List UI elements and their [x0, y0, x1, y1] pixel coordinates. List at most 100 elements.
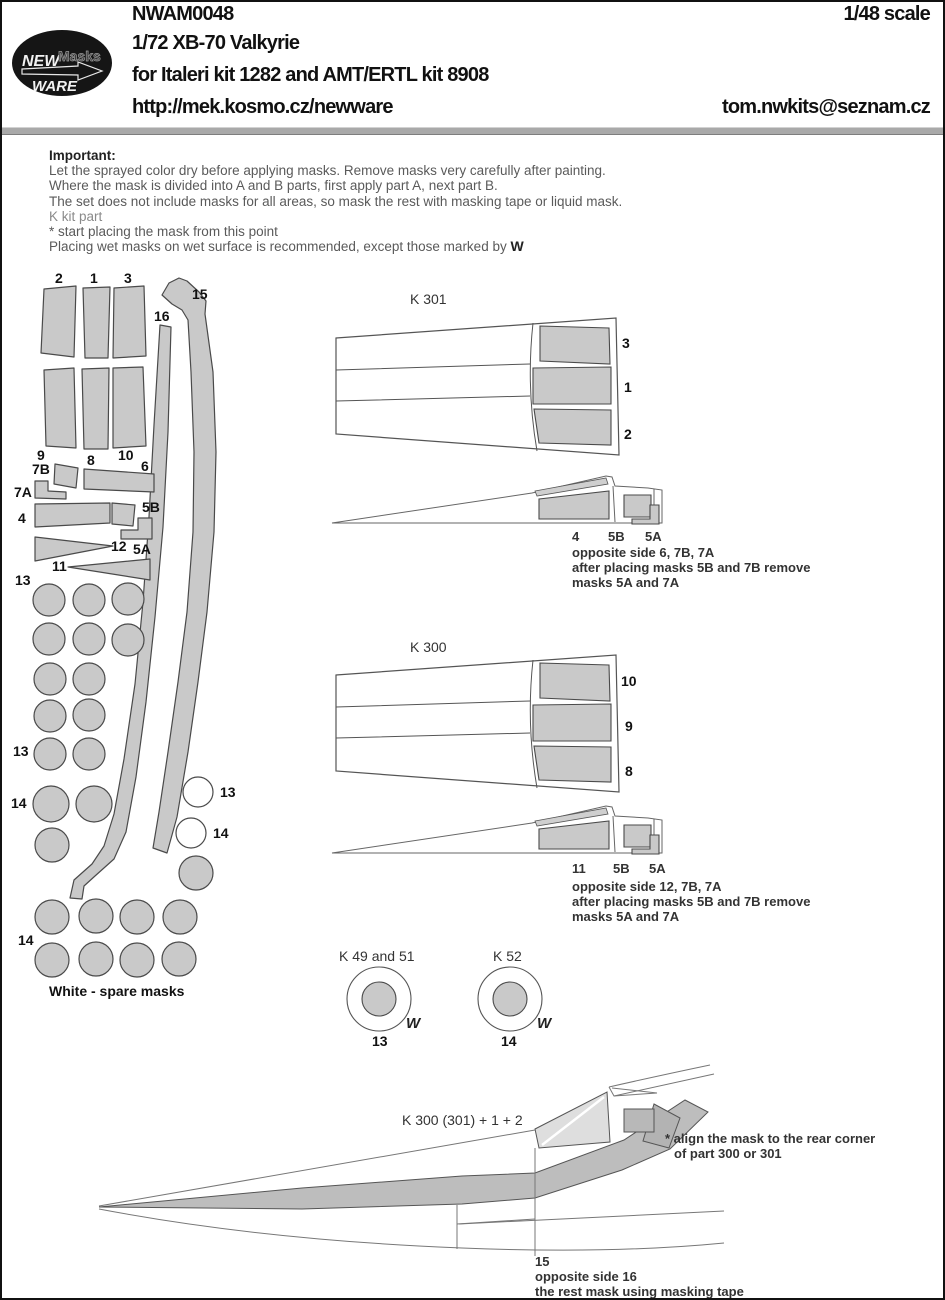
- window-mask-panels: [532, 325, 612, 446]
- mask-number-label: 7A: [14, 484, 32, 500]
- note-line: after placing masks 5B and 7B remove: [572, 560, 811, 575]
- mask-5A-placed: [631, 504, 660, 525]
- panel-2: [533, 408, 612, 446]
- panel-label: 10: [621, 673, 637, 689]
- mask-number-label: 10: [118, 447, 134, 463]
- mask-11-shape: [67, 558, 151, 581]
- mask-number-label: 15: [192, 286, 208, 302]
- panel-8: [533, 745, 612, 783]
- mask-number-label: 2: [55, 270, 63, 286]
- band-note: 15 opposite side 16 the rest mask using …: [535, 1254, 744, 1299]
- panel-9: [532, 703, 612, 742]
- mask-5B-placed: [623, 824, 652, 848]
- fuselage-profile-diagram: [98, 1064, 725, 1256]
- mask-16-strip: [69, 324, 172, 900]
- mask-5B-shape: [111, 502, 136, 527]
- mask-number-label: 8: [87, 452, 95, 468]
- note-line: * start placing the mask from this point: [49, 224, 278, 240]
- kit-subtitle: for Italeri kit 1282 and AMT/ERTL kit 89…: [132, 64, 489, 86]
- note-line: of part 300 or 301: [674, 1146, 782, 1161]
- note-line: after placing masks 5B and 7B remove: [572, 894, 811, 909]
- mask-number-label: 3: [124, 270, 132, 286]
- mask-number-label: 16: [154, 308, 170, 324]
- note-line: The set does not include masks for all a…: [49, 193, 623, 209]
- mask-12-shape: [34, 536, 114, 562]
- mask-number-label: 9: [37, 447, 45, 463]
- panel-3: [539, 325, 611, 365]
- mask-number-label: 13: [15, 572, 31, 588]
- mask-sheet-shapes: [32, 277, 217, 978]
- mask-number-label: 1: [90, 270, 98, 286]
- mask-1-shape: [82, 286, 111, 359]
- mask-5A-shape: [120, 517, 153, 540]
- wheel-mask-13-diagram: [346, 966, 412, 1032]
- windshield-frame-curve: [529, 659, 538, 789]
- logo-text-masks: Masks: [58, 48, 101, 64]
- header-divider: [2, 127, 943, 135]
- white-circle-14: [175, 817, 207, 849]
- mask-number-label: 13: [13, 743, 29, 759]
- mask-9-shape: [43, 367, 77, 449]
- k301-note: opposite side 6, 7B, 7A after placing ma…: [572, 545, 810, 590]
- panel-label: 9: [625, 718, 633, 734]
- mask-number-label: 11: [52, 558, 67, 574]
- wet-mark: W: [537, 1015, 552, 1032]
- mask-number-label: 13: [220, 784, 236, 800]
- contact-email: tom.nwkits@seznam.cz: [721, 96, 931, 118]
- mask-number-label: 12: [111, 538, 127, 554]
- logo-text-ware: WARE: [32, 78, 78, 95]
- k300-top-view: [335, 654, 620, 793]
- mask-7B-shape: [53, 463, 79, 489]
- note-line: Where the mask is divided into A and B p…: [49, 178, 498, 194]
- mask-11-placed: [538, 820, 610, 850]
- note-line: * align the mask to the rear corner: [665, 1131, 876, 1146]
- important-heading: Important:: [49, 148, 116, 163]
- k49-51-title: K 49 and 51: [339, 948, 415, 964]
- logo-ellipse: [12, 30, 112, 96]
- gray-masks-group: [32, 277, 217, 978]
- side-label: 5B: [613, 861, 630, 876]
- website-url: http://mek.kosmo.cz/newware: [132, 96, 394, 118]
- k300-title: K 300: [410, 639, 447, 655]
- panel-10: [539, 662, 611, 702]
- hub-mask: [492, 981, 528, 1017]
- white-spare-circles: [175, 776, 214, 849]
- k300-note: opposite side 12, 7B, 7A after placing m…: [572, 879, 810, 924]
- scale-label: 1/48 scale: [843, 3, 930, 25]
- note-line: opposite side 6, 7B, 7A: [572, 545, 715, 560]
- note-line-wet: Placing wet masks on wet surface is reco…: [49, 239, 622, 255]
- k52-title: K 52: [493, 948, 522, 964]
- wheel-mask-14-diagram: [477, 966, 543, 1032]
- mask-7A-shape: [34, 480, 67, 500]
- nose-profile-outline: [331, 805, 663, 854]
- panel-label: 2: [624, 426, 632, 442]
- k301-top-view: [335, 317, 620, 456]
- mask-4-shape: [34, 502, 111, 528]
- important-notes: Important: Let the sprayed color dry bef…: [49, 148, 622, 254]
- product-code: NWAM0048: [132, 3, 234, 25]
- mask-number-label: 14: [501, 1033, 517, 1049]
- window-mask-panels: [532, 662, 612, 783]
- note-line: opposite side 12, 7B, 7A: [572, 879, 722, 894]
- panel-label: 8: [625, 763, 633, 779]
- canopy-mask-callout: K 300 (301) + 1 + 2: [402, 1112, 523, 1128]
- side-label: 11: [572, 861, 586, 876]
- mask-5B-placed: [623, 494, 652, 518]
- mask-6-shape: [83, 468, 155, 493]
- mask-3-shape: [112, 285, 147, 359]
- hub-mask: [361, 981, 397, 1017]
- canopy-frame-lines: [335, 363, 531, 402]
- glazing-strip-mask: [534, 807, 609, 827]
- panel-label: 3: [622, 335, 630, 351]
- spare-circles-13: [32, 582, 145, 771]
- mask-number-label: 14: [18, 932, 34, 948]
- white-circle-13: [182, 776, 214, 808]
- mask-number-label: 5A: [133, 541, 151, 557]
- mask-number-label: 14: [213, 825, 229, 841]
- align-note: * align the mask to the rear corner of p…: [665, 1131, 875, 1161]
- note-line: the rest mask using masking tape: [535, 1284, 744, 1299]
- side-label: 5A: [645, 529, 662, 544]
- product-title: 1/72 XB-70 Valkyrie: [132, 32, 300, 54]
- wet-mark: W: [406, 1015, 421, 1032]
